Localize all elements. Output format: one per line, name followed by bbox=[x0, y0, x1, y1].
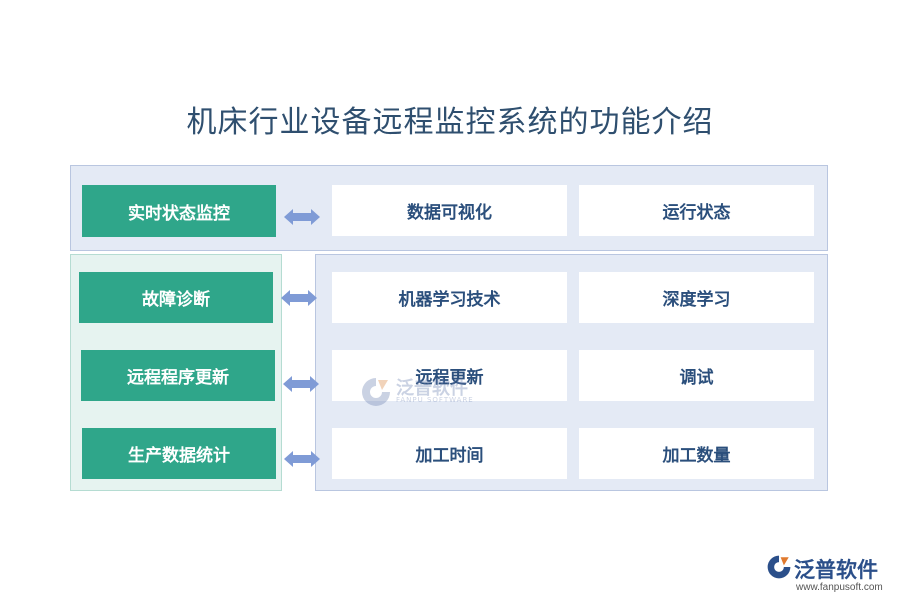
double-arrow-icon bbox=[283, 376, 319, 392]
watermark-subtitle: FANPU SOFTWARE bbox=[396, 396, 474, 404]
feature-box: 深度学习 bbox=[579, 272, 814, 323]
category-box: 实时状态监控 bbox=[82, 185, 276, 237]
feature-box: 加工时间 bbox=[332, 428, 567, 479]
brand-url: www.fanpusoft.com bbox=[796, 582, 883, 593]
feature-box: 数据可视化 bbox=[332, 185, 567, 236]
category-box: 生产数据统计 bbox=[82, 428, 276, 479]
watermark: 泛普软件 FANPU SOFTWARE bbox=[360, 374, 500, 410]
feature-box: 调试 bbox=[579, 350, 814, 401]
feature-box: 运行状态 bbox=[579, 185, 814, 236]
category-box: 故障诊断 bbox=[79, 272, 273, 323]
watermark-name: 泛普软件 bbox=[396, 378, 468, 399]
category-box: 远程程序更新 bbox=[81, 350, 275, 401]
fanpu-logo-icon bbox=[362, 378, 390, 406]
double-arrow-icon bbox=[284, 209, 320, 225]
fanpu-logo-icon bbox=[767, 555, 791, 579]
feature-box: 加工数量 bbox=[579, 428, 814, 479]
diagram-title: 机床行业设备远程监控系统的功能介绍 bbox=[186, 105, 714, 140]
brand-logo: 泛普软件 www.fanpusoft.com bbox=[766, 552, 896, 598]
feature-box: 机器学习技术 bbox=[332, 272, 567, 323]
double-arrow-icon bbox=[281, 290, 317, 306]
brand-name: 泛普软件 bbox=[794, 558, 878, 582]
double-arrow-icon bbox=[284, 451, 320, 467]
feature-box: 远程更新 bbox=[332, 350, 567, 401]
